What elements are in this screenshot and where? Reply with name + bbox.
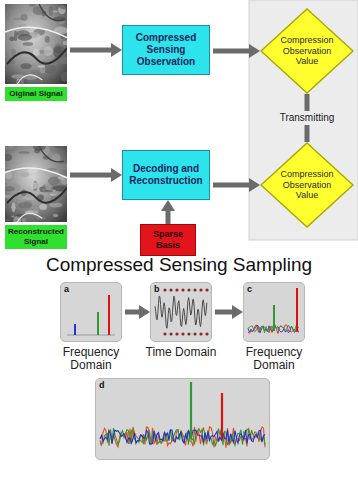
diamond-text: Compression Observation Value [276,169,338,201]
connector-line [125,310,141,315]
arrow-head [232,305,243,319]
plot-panel: d [95,378,270,460]
signal-figure: Oiginal Signal [5,4,67,101]
panel-letter: a [64,284,69,294]
arrow-head [249,178,260,192]
specimen-image [5,146,67,222]
connector-arrow [161,200,175,224]
diamond-shape [261,9,353,93]
signal-plot [96,379,269,459]
panel-letter: c [247,284,252,294]
diamond-text: Compression Observation Value [276,35,338,67]
box-text: Sparse Basis [145,229,191,251]
diagram-title: Compressed Sensing Sampling [0,254,358,276]
connector-arrow [70,43,122,57]
connector-line [70,48,113,53]
connector-arrow [215,305,243,319]
diamond-text-area: Compression Observation Value [260,8,354,94]
connector-arrow [213,44,260,58]
panel-caption: Frequency Domain [233,346,315,372]
connector-line [213,49,251,54]
decision-diamond: Compression Observation Value [260,142,354,228]
box-text: Decoding and Reconstruction [127,163,205,187]
arrow-head [249,44,260,58]
connector-line [213,183,251,188]
plot-clip [244,283,304,341]
arrow-head [139,305,150,319]
plot-clip [61,283,121,341]
signal-label: Reconstructed Signal [5,225,67,249]
arrow-head [111,43,122,57]
plot-clip [151,283,211,341]
signal-label: Oiginal Signal [5,87,67,101]
panel-caption: Time Domain [140,346,222,359]
transmit-panel [249,0,358,240]
diamond-shape [261,143,353,227]
panel-letter: d [99,380,105,390]
connector-line [215,310,234,315]
signal-plot [244,283,304,341]
connector-arrow [125,305,150,319]
connector-arrow [70,168,122,182]
basis-box: Sparse Basis [140,224,196,256]
specimen-image [5,4,67,84]
signal-figure: Reconstructed Signal [5,146,67,249]
connector-arrow [213,178,260,192]
arrow-head [161,200,175,211]
panel-letter: b [154,284,160,294]
plot-clip [96,379,269,459]
edge-label: Transmitting [278,111,337,125]
signal-plot [61,283,121,341]
panel-caption: Frequency Domain [50,346,132,372]
arrow-head [111,168,122,182]
plot-panel: bTime Domain [150,282,212,342]
plot-panel: aFrequency Domain [60,282,122,342]
plot-panel: cFrequency Domain [243,282,305,342]
connector-line [70,173,113,178]
decision-diamond: Compression Observation Value [260,8,354,94]
process-box: Compressed Sensing Observation [122,25,210,75]
process-box: Decoding and Reconstruction [122,150,210,200]
diamond-text-area: Compression Observation Value [260,142,354,228]
box-text: Compressed Sensing Observation [127,32,205,68]
signal-plot [151,283,211,341]
connector-line [166,209,171,224]
